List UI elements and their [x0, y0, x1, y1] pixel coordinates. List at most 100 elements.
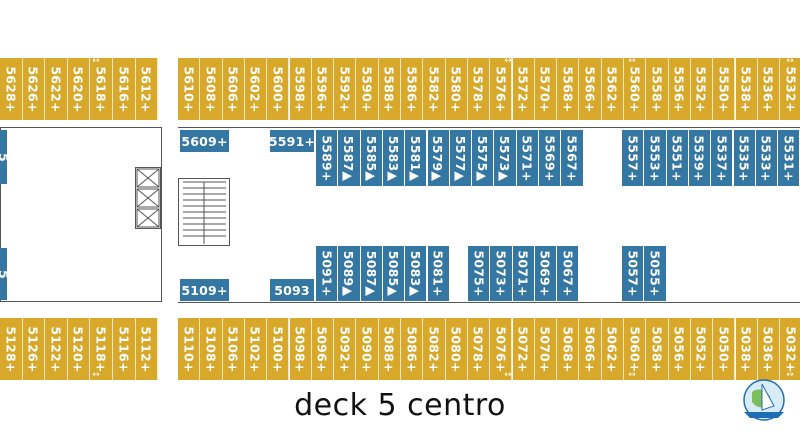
cabin-5537[interactable]: 5537+ [711, 130, 734, 186]
cabin-5536[interactable]: 5536+ [757, 58, 781, 120]
cabin-5576[interactable]: 5576+ [490, 58, 513, 120]
cabin-5106[interactable]: 5106+ [222, 318, 245, 380]
cabin-5589[interactable]: 5589+ [316, 130, 339, 186]
cabin-5556[interactable]: 5556+ [668, 58, 691, 120]
cabin-5596[interactable]: 5596+ [311, 58, 335, 120]
cabin-5590[interactable]: 5590+ [356, 58, 379, 120]
cabin-5616[interactable]: 5616+ [113, 58, 136, 120]
cabin-5032[interactable]: 5032+ [780, 318, 800, 380]
cabin-5108[interactable]: 5108+ [200, 318, 223, 380]
cabin-5088[interactable]: 5088+ [378, 318, 401, 380]
cabin-5557[interactable]: 5557+ [622, 130, 645, 186]
cabin-5568[interactable]: 5568+ [557, 58, 580, 120]
cabin-5070[interactable]: 5070+ [534, 318, 558, 380]
cabin-5100[interactable]: 5100+ [267, 318, 290, 380]
cabin-5583[interactable]: 5583▲ [382, 130, 406, 186]
cabin-5586[interactable]: 5586+ [401, 58, 424, 120]
cabin-5092[interactable]: 5092+ [334, 318, 357, 380]
cabin-5573[interactable]: 5573▲ [494, 130, 517, 186]
cabin-5558[interactable]: 5558+ [646, 58, 669, 120]
cabin-5050[interactable]: 5050+ [713, 318, 736, 380]
cabin-5553[interactable]: 5553+ [644, 130, 667, 186]
cabin-5112[interactable]: 5112+ [135, 318, 159, 380]
cabin-5585[interactable]: 5585▲ [360, 130, 383, 186]
cabin-5062[interactable]: 5062+ [601, 318, 624, 380]
cabin-5550[interactable]: 5550+ [713, 58, 736, 120]
cabin-5122[interactable]: 5122+ [45, 318, 68, 380]
cabin-5538[interactable]: 5538+ [735, 58, 758, 120]
cabin-5060[interactable]: 5060+ [624, 318, 647, 380]
cabin-5626[interactable]: 5626+ [22, 58, 46, 120]
cabin-5055[interactable]: 5055+ [644, 246, 667, 301]
cabin-5539[interactable]: 5539+ [688, 130, 712, 186]
cabin-5128[interactable]: 5128+ [0, 318, 23, 380]
cabin-5073[interactable]: 5073+ [490, 246, 513, 301]
cabin-5109[interactable]: 5109+ [180, 279, 230, 301]
cabin-5578[interactable]: 5578+ [467, 58, 491, 120]
cabin-5572[interactable]: 5572+ [512, 58, 535, 120]
cabin-5570[interactable]: 5570+ [534, 58, 558, 120]
cabin-5086[interactable]: 5086+ [401, 318, 424, 380]
cabin-5118[interactable]: 5118+ [90, 318, 113, 380]
cabin-5076[interactable]: 5076+ [490, 318, 513, 380]
cabin-5090[interactable]: 5090+ [356, 318, 379, 380]
cabin-5066[interactable]: 5066+ [579, 318, 602, 380]
cabin-stub-left-top[interactable]: 5 [0, 130, 8, 184]
cabin-5081[interactable]: 5081+ [427, 246, 450, 301]
cabin-5577[interactable]: 5577▲ [449, 130, 473, 186]
cabin-5110[interactable]: 5110+ [178, 318, 201, 380]
cabin-5566[interactable]: 5566+ [579, 58, 602, 120]
cabin-5575[interactable]: 5575▲ [472, 130, 495, 186]
cabin-5082[interactable]: 5082+ [423, 318, 446, 380]
cabin-5052[interactable]: 5052+ [690, 318, 714, 380]
cabin-5058[interactable]: 5058+ [646, 318, 669, 380]
cabin-5562[interactable]: 5562+ [601, 58, 624, 120]
cabin-5057[interactable]: 5057+ [622, 246, 645, 301]
cabin-5587[interactable]: 5587▲ [338, 130, 361, 186]
cabin-5602[interactable]: 5602+ [244, 58, 268, 120]
cabin-5120[interactable]: 5120+ [67, 318, 91, 380]
cabin-5582[interactable]: 5582+ [423, 58, 446, 120]
cabin-5068[interactable]: 5068+ [557, 318, 580, 380]
cabin-5610[interactable]: 5610+ [178, 58, 201, 120]
cabin-5606[interactable]: 5606+ [222, 58, 245, 120]
cabin-5072[interactable]: 5072+ [512, 318, 535, 380]
cabin-5552[interactable]: 5552+ [690, 58, 714, 120]
cabin-5069[interactable]: 5069+ [534, 246, 558, 301]
cabin-5067[interactable]: 5067+ [557, 246, 580, 301]
cabin-5533[interactable]: 5533+ [755, 130, 779, 186]
cabin-5083[interactable]: 5083▲ [405, 246, 428, 301]
cabin-5592[interactable]: 5592+ [334, 58, 357, 120]
cabin-5618[interactable]: 5618+ [90, 58, 113, 120]
cabin-5102[interactable]: 5102+ [244, 318, 268, 380]
cabin-5091[interactable]: 5091+ [316, 246, 339, 301]
cabin-5580[interactable]: 5580+ [445, 58, 468, 120]
cabin-5571[interactable]: 5571+ [516, 130, 539, 186]
cabin-5038[interactable]: 5038+ [735, 318, 758, 380]
cabin-5098[interactable]: 5098+ [289, 318, 312, 380]
cabin-5628[interactable]: 5628+ [0, 58, 23, 120]
cabin-5126[interactable]: 5126+ [22, 318, 46, 380]
cabin-5078[interactable]: 5078+ [467, 318, 491, 380]
cabin-5600[interactable]: 5600+ [267, 58, 290, 120]
cabin-5116[interactable]: 5116+ [113, 318, 136, 380]
cabin-5089[interactable]: 5089▲ [338, 246, 361, 301]
cabin-5036[interactable]: 5036+ [757, 318, 781, 380]
cabin-5093[interactable]: 5093 [270, 279, 315, 301]
cabin-5087[interactable]: 5087▲ [360, 246, 383, 301]
cabin-5071[interactable]: 5071+ [512, 246, 535, 301]
cabin-5075[interactable]: 5075+ [468, 246, 491, 301]
cabin-5567[interactable]: 5567+ [561, 130, 584, 186]
cabin-5581[interactable]: 5581▲ [405, 130, 428, 186]
cabin-5612[interactable]: 5612+ [135, 58, 159, 120]
cabin-5560[interactable]: 5560+ [624, 58, 647, 120]
cabin-5080[interactable]: 5080+ [445, 318, 468, 380]
cabin-5535[interactable]: 5535+ [733, 130, 756, 186]
cabin-5608[interactable]: 5608+ [200, 58, 223, 120]
cabin-5056[interactable]: 5056+ [668, 318, 691, 380]
cabin-5598[interactable]: 5598+ [289, 58, 312, 120]
cabin-5569[interactable]: 5569+ [539, 130, 562, 186]
cabin-5579[interactable]: 5579▲ [427, 130, 450, 186]
cabin-5588[interactable]: 5588+ [378, 58, 401, 120]
cabin-5609[interactable]: 5609+ [180, 130, 230, 152]
